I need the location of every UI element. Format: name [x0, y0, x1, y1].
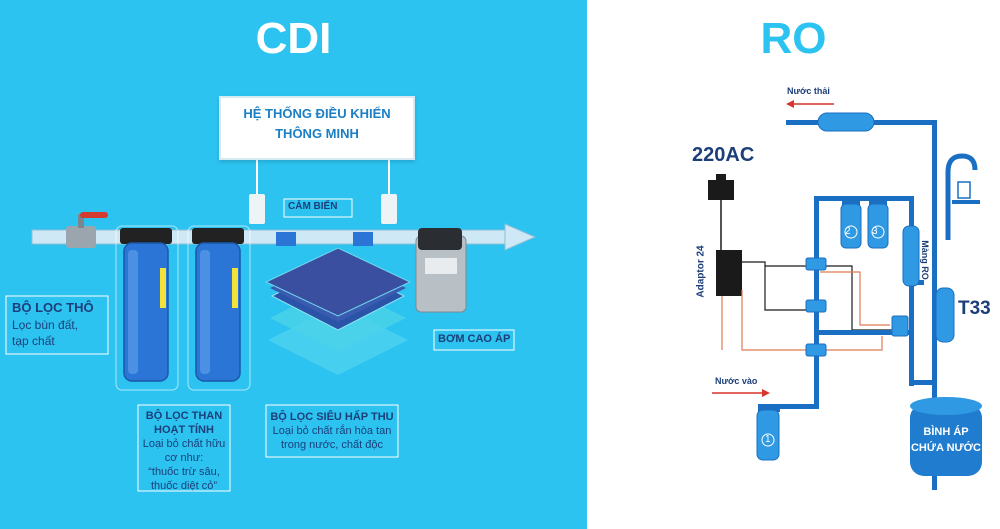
coarse-filter-label-box — [5, 295, 109, 355]
absorb-filter-line2: trong nước, chất độc — [280, 439, 384, 451]
filter-1-icon — [756, 409, 780, 461]
absorb-filter-line1: Loại bỏ chất rắn hòa tan — [272, 425, 392, 437]
filter-3-number: 3 — [872, 226, 878, 237]
pipe-connector — [276, 232, 296, 246]
filter-2-number: 2 — [845, 226, 851, 237]
coarse-filter-line2: tạp chất — [12, 334, 55, 348]
valve-icon — [805, 343, 827, 357]
power-label: 220AC — [692, 144, 755, 166]
ro-membrane-icon — [902, 225, 920, 287]
membrane-label: Màng RO — [920, 240, 930, 280]
carbon-filter-label-box — [137, 404, 231, 492]
waste-arrow-icon — [786, 100, 794, 108]
pressure-tank-icon — [910, 397, 982, 476]
valve-icon — [805, 299, 827, 313]
coarse-filter-housing — [120, 228, 172, 382]
filter-3-icon — [867, 200, 889, 249]
sensor-left-icon — [249, 155, 265, 224]
absorb-filter-title: BỘ LỌC SIÊU HẤP THU — [270, 411, 394, 423]
inlet-arrow-icon — [762, 389, 770, 397]
pump-label: BƠM CAO ÁP — [438, 333, 511, 345]
sensor-right-icon — [381, 155, 397, 224]
control-system-line1: HỆ THỐNG ĐIỀU KHIỂN — [243, 106, 391, 121]
carbon-filter-line2: cơ như: — [164, 452, 204, 464]
waste-water-line — [786, 100, 937, 490]
control-system-line2: THÔNG MINH — [275, 126, 359, 141]
adaptor-label: Adaptor 24 — [695, 245, 707, 298]
pipe-connector — [353, 232, 373, 246]
absorption-filter-module — [264, 247, 412, 375]
coarse-filter-title: BỘ LỌC THÔ — [12, 300, 94, 315]
sensor-label-box — [283, 198, 353, 218]
control-system-box — [219, 96, 415, 160]
inlet-water-label: Nước vào — [715, 376, 758, 386]
valve-icon — [66, 212, 108, 248]
power-plug-icon — [708, 174, 734, 250]
sensor-label: CẢM BIẾN — [288, 201, 338, 212]
carbon-filter-line3: “thuốc trừ sâu, — [148, 466, 220, 478]
adaptor-icon — [716, 250, 742, 296]
carbon-filter-housing — [192, 228, 244, 382]
carbon-filter-line1: Loại bỏ chất hữu — [142, 438, 226, 450]
faucet-icon — [945, 153, 980, 240]
tank-label-line2: CHỨA NƯỚC — [910, 442, 981, 454]
filter-2-icon — [840, 200, 862, 249]
carbon-filter-title2: HOẠT TÍNH — [154, 424, 214, 436]
cdi-title: CDI — [255, 14, 332, 63]
t33-filter-icon — [935, 287, 955, 343]
outlet-arrow-icon — [504, 223, 537, 251]
cdi-panel — [0, 0, 587, 529]
cdi-illustration — [5, 155, 537, 492]
coarse-filter-line1: Lọc bùn đất, — [12, 318, 79, 332]
absorb-filter-label-box — [265, 404, 399, 458]
pump-valve-icon — [891, 315, 909, 337]
tank-label-line1: BÌNH ÁP — [923, 426, 969, 438]
t33-label: T33 — [958, 298, 991, 319]
pump-label-box — [433, 329, 515, 351]
carbon-filter-title1: BỘ LỌC THAN — [145, 410, 223, 422]
filter-1-number: 1 — [765, 434, 771, 445]
valve-icon — [805, 257, 827, 271]
ro-title: RO — [760, 14, 827, 63]
waste-water-label: Nước thải — [787, 86, 830, 96]
carbon-filter-line4: thuốc diệt cỏ” — [150, 480, 218, 492]
inlet-line — [712, 389, 780, 412]
pump-icon — [415, 228, 467, 313]
